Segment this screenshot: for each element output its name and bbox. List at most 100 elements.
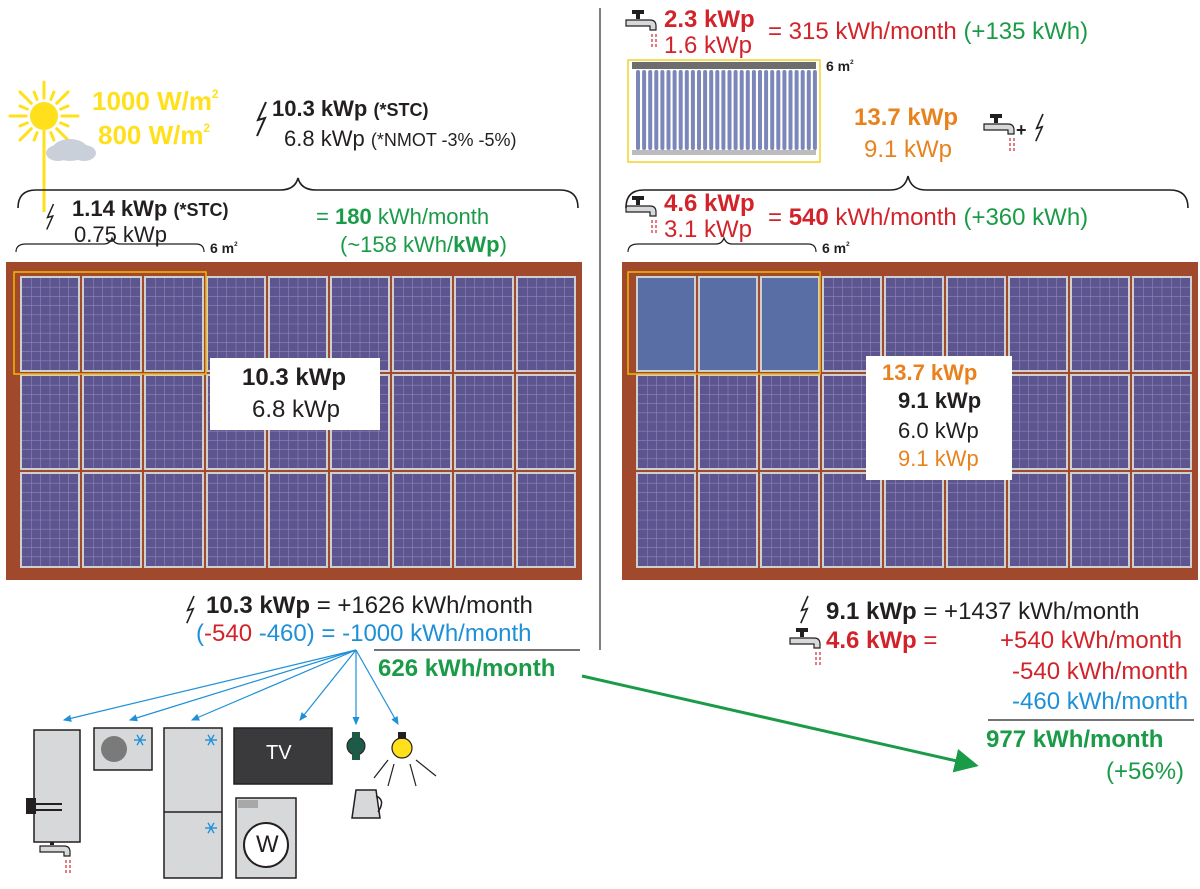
solar-panel xyxy=(20,374,80,470)
left-group-stc: 1.14 kWp (*STC) xyxy=(72,196,229,221)
left-sum-consumption: (-540 -460) = -1000 kWh/month xyxy=(196,620,532,647)
collector-area: 6 m2 xyxy=(826,58,854,74)
faucet-icon xyxy=(789,628,821,665)
solar-panel xyxy=(698,472,758,568)
light-bulb-icon xyxy=(373,732,437,787)
right-sum-pv: 9.1 kWp = +1437 kWh/month xyxy=(826,598,1140,625)
combined-stc: 13.7 kWp xyxy=(854,104,959,131)
solar-panel xyxy=(1132,276,1192,372)
solar-panel xyxy=(516,472,576,568)
irradiance-stc: 1000 W/m2 xyxy=(92,86,219,116)
solar-panel xyxy=(206,276,266,372)
left-roof-label: 10.3 kWp 6.8 kWp xyxy=(210,358,380,430)
combined-plus: + xyxy=(1016,120,1027,140)
solar-panel xyxy=(330,276,390,372)
right-sum-thermal-plus: +540 kWh/month xyxy=(1000,627,1183,654)
solar-panel xyxy=(454,472,514,568)
fridge-icon xyxy=(163,727,223,879)
irradiance-noct: 800 W/m2 xyxy=(98,120,211,150)
solar-panel xyxy=(392,472,452,568)
solar-panel xyxy=(144,276,204,372)
lightning-icon xyxy=(186,595,195,624)
solar-panel xyxy=(1132,472,1192,568)
solar-panel xyxy=(82,472,142,568)
pv-array-left xyxy=(20,276,576,568)
kettle-icon xyxy=(351,789,383,819)
solar-panel xyxy=(144,374,204,470)
solar-panel xyxy=(392,374,452,470)
solar-panel xyxy=(636,276,696,372)
solar-panel xyxy=(144,472,204,568)
solar-panel xyxy=(454,374,514,470)
combined-nmot: 9.1 kWp xyxy=(864,136,953,163)
solar-panel xyxy=(822,472,882,568)
left-sum-production: 10.3 kWp = +1626 kWh/month xyxy=(206,592,533,619)
snowflake-icon xyxy=(205,734,217,746)
solar-panel xyxy=(330,472,390,568)
solar-panel xyxy=(760,276,820,372)
left-yield-per-kwp: (~158 kWh/kWp) xyxy=(340,232,507,257)
solar-panel xyxy=(636,374,696,470)
left-total-nmot: 6.8 kWp (*NMOT -3% -5%) xyxy=(284,126,517,151)
left-group-yield: = 180 kWh/month xyxy=(316,204,490,229)
washing-machine-label: W xyxy=(256,831,279,858)
comparison-arrow xyxy=(581,674,979,773)
solar-panel xyxy=(206,472,266,568)
pvt-area: 6 m2 xyxy=(822,240,850,256)
solar-panel xyxy=(698,374,758,470)
collector-nmot: 1.6 kWp xyxy=(664,32,753,59)
left-net-result: 626 kWh/month xyxy=(378,655,556,682)
solar-panel xyxy=(822,276,882,372)
lightning-icon xyxy=(46,203,55,230)
right-sum-minus-460: -460 kWh/month xyxy=(1012,688,1189,715)
sun-icon xyxy=(8,80,80,212)
right-sum-thermal-minus: -540 kWh/month xyxy=(1012,658,1189,685)
solar-panel xyxy=(392,276,452,372)
solar-panel xyxy=(1070,374,1130,470)
cloud-icon xyxy=(46,139,96,161)
solar-panel xyxy=(268,472,328,568)
lightning-icon xyxy=(1035,113,1044,142)
group-highlight-right xyxy=(627,271,821,375)
left-group-nmot: 0.75 kWp xyxy=(74,222,167,247)
bracket-right-total xyxy=(625,175,1189,209)
solar-panel xyxy=(82,276,142,372)
left-group-area: 6 m2 xyxy=(210,240,238,256)
faucet-icon xyxy=(625,10,657,47)
pvt-nmot: 3.1 kWp xyxy=(664,216,753,243)
washing-machine-icon xyxy=(235,797,297,879)
solar-thermal-collector xyxy=(627,59,821,163)
faucet-icon xyxy=(625,196,657,233)
lightning-icon xyxy=(256,101,267,137)
snowflake-icon xyxy=(134,734,146,746)
collector-yield: = 315 kWh/month (+135 kWh) xyxy=(768,18,1089,45)
left-total-stc: 10.3 kWp (*STC) xyxy=(272,96,429,121)
solar-panel xyxy=(1008,472,1068,568)
solar-panel xyxy=(516,276,576,372)
air-conditioner-icon xyxy=(93,727,153,771)
solar-panel xyxy=(636,472,696,568)
solar-panel xyxy=(1070,472,1130,568)
solar-panel xyxy=(268,276,328,372)
lightning-icon xyxy=(800,595,809,624)
bracket-right-group xyxy=(627,236,817,253)
solar-panel xyxy=(20,276,80,372)
solar-panel xyxy=(760,374,820,470)
right-roof-label: 13.7 kWp 9.1 kWp 6.0 kWp 9.1 kWp xyxy=(866,356,1012,480)
solar-panel xyxy=(760,472,820,568)
right-net-result: 977 kWh/month xyxy=(986,726,1164,753)
faucet-icon xyxy=(983,114,1015,151)
solar-panel xyxy=(454,276,514,372)
collector-stc: 2.3 kWp xyxy=(664,6,755,33)
pump-icon xyxy=(346,732,366,760)
solar-panel xyxy=(516,374,576,470)
snowflake-icon xyxy=(205,822,217,834)
solar-panel xyxy=(1070,276,1130,372)
pvt-stc: 4.6 kWp xyxy=(664,190,755,217)
tv-icon xyxy=(233,727,333,785)
solar-panel xyxy=(82,374,142,470)
pv-array-right xyxy=(636,276,1192,568)
bracket-left-group xyxy=(15,236,205,253)
water-heater-icon xyxy=(26,729,81,843)
solar-panel xyxy=(946,472,1006,568)
